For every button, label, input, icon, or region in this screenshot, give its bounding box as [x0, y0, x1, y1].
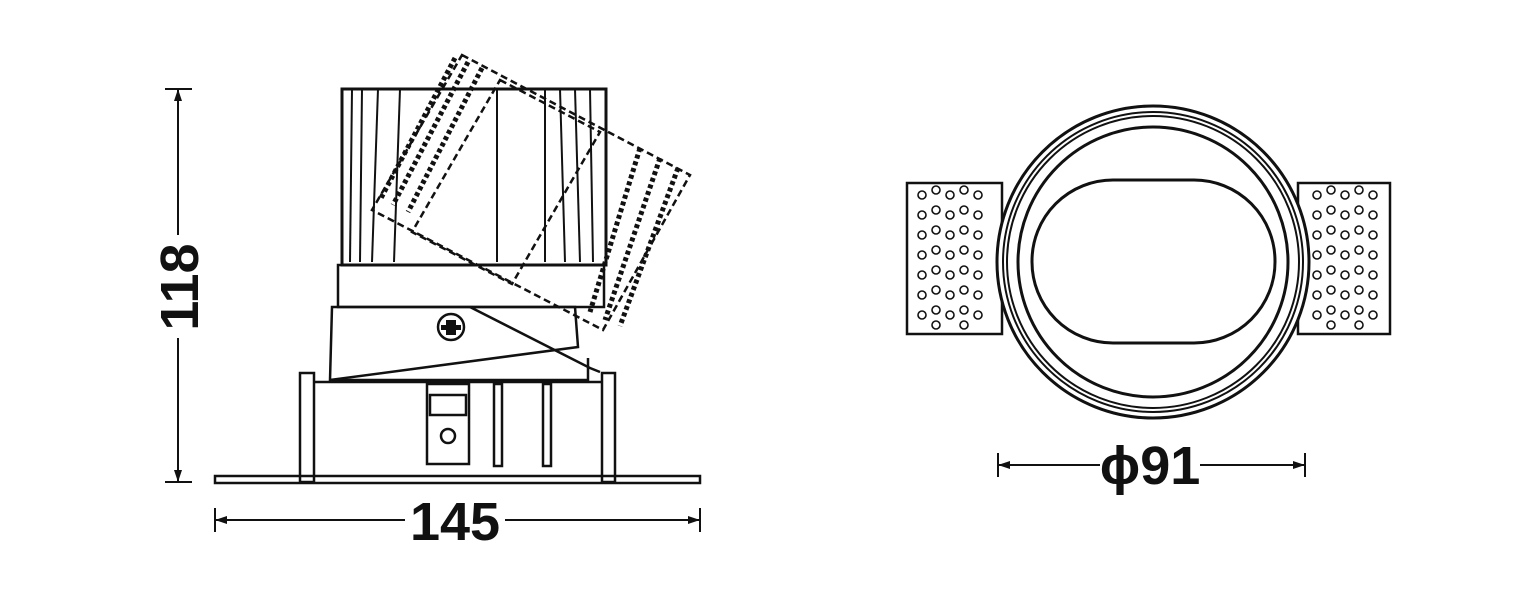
front-view: [905, 104, 1392, 477]
housing: [213, 371, 702, 485]
collar: [336, 263, 606, 309]
heat-sink: [340, 87, 608, 267]
right-spring-tab: [1296, 181, 1392, 336]
side-view: [165, 53, 702, 532]
outer-ring: [995, 104, 1311, 420]
trim-ring: [328, 305, 580, 382]
height-label: 118: [150, 243, 210, 330]
width-dimension: [214, 508, 701, 532]
tilted-module-outline: [370, 53, 692, 332]
height-dimension: [165, 88, 192, 483]
adjust-screw: [436, 312, 466, 342]
width-label: 145: [410, 492, 500, 552]
diameter-label: ϕ91: [1100, 436, 1201, 496]
lens-opening: [1030, 178, 1277, 345]
left-spring-tab: [905, 181, 1004, 336]
diameter-dimension: [997, 453, 1306, 477]
